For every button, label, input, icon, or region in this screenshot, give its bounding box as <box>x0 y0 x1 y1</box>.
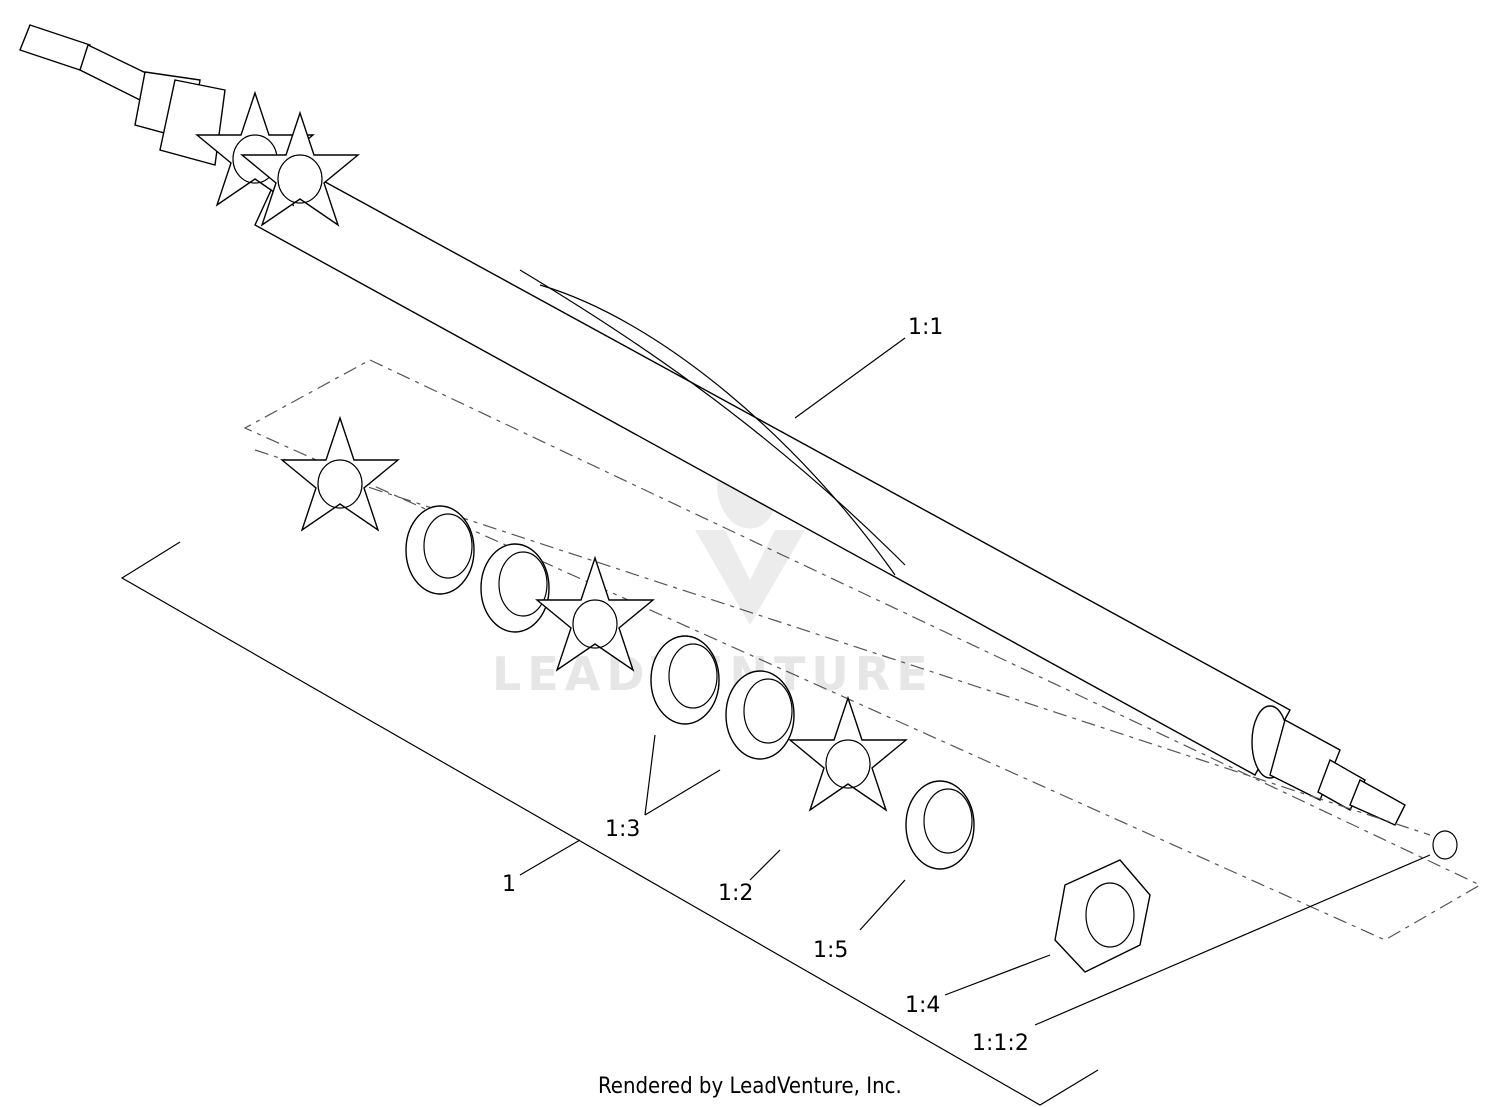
footer-credit: Rendered by LeadVenture, Inc. <box>598 1074 902 1099</box>
sprocket-part <box>281 417 399 531</box>
spacer-ring-part <box>480 543 550 633</box>
assembly-group-bracket <box>120 541 1099 1106</box>
callout-1-1: 1:1 <box>908 315 943 340</box>
sprocket-part <box>789 697 907 811</box>
hex-nut-part <box>1054 859 1151 973</box>
leader-lines <box>519 337 1431 1026</box>
callout-1: 1 <box>502 872 516 897</box>
spacer-ring-part <box>405 505 475 595</box>
callout-1-1-2: 1:1:2 <box>972 1031 1029 1056</box>
spacer-ring-part <box>650 635 720 725</box>
assembly-centerline <box>254 449 1431 836</box>
spacer-ring-part <box>725 670 795 760</box>
retaining-ring-part <box>1432 830 1458 860</box>
exploded-parts <box>281 417 1458 973</box>
callout-1-5: 1:5 <box>813 938 848 963</box>
callout-1-2: 1:2 <box>718 881 753 906</box>
shaft-assembly <box>19 24 1406 826</box>
exploded-parts-boundary <box>243 359 1482 941</box>
callout-1-3: 1:3 <box>605 817 640 842</box>
bushing-part <box>905 780 975 870</box>
callout-1-4: 1:4 <box>905 993 940 1018</box>
